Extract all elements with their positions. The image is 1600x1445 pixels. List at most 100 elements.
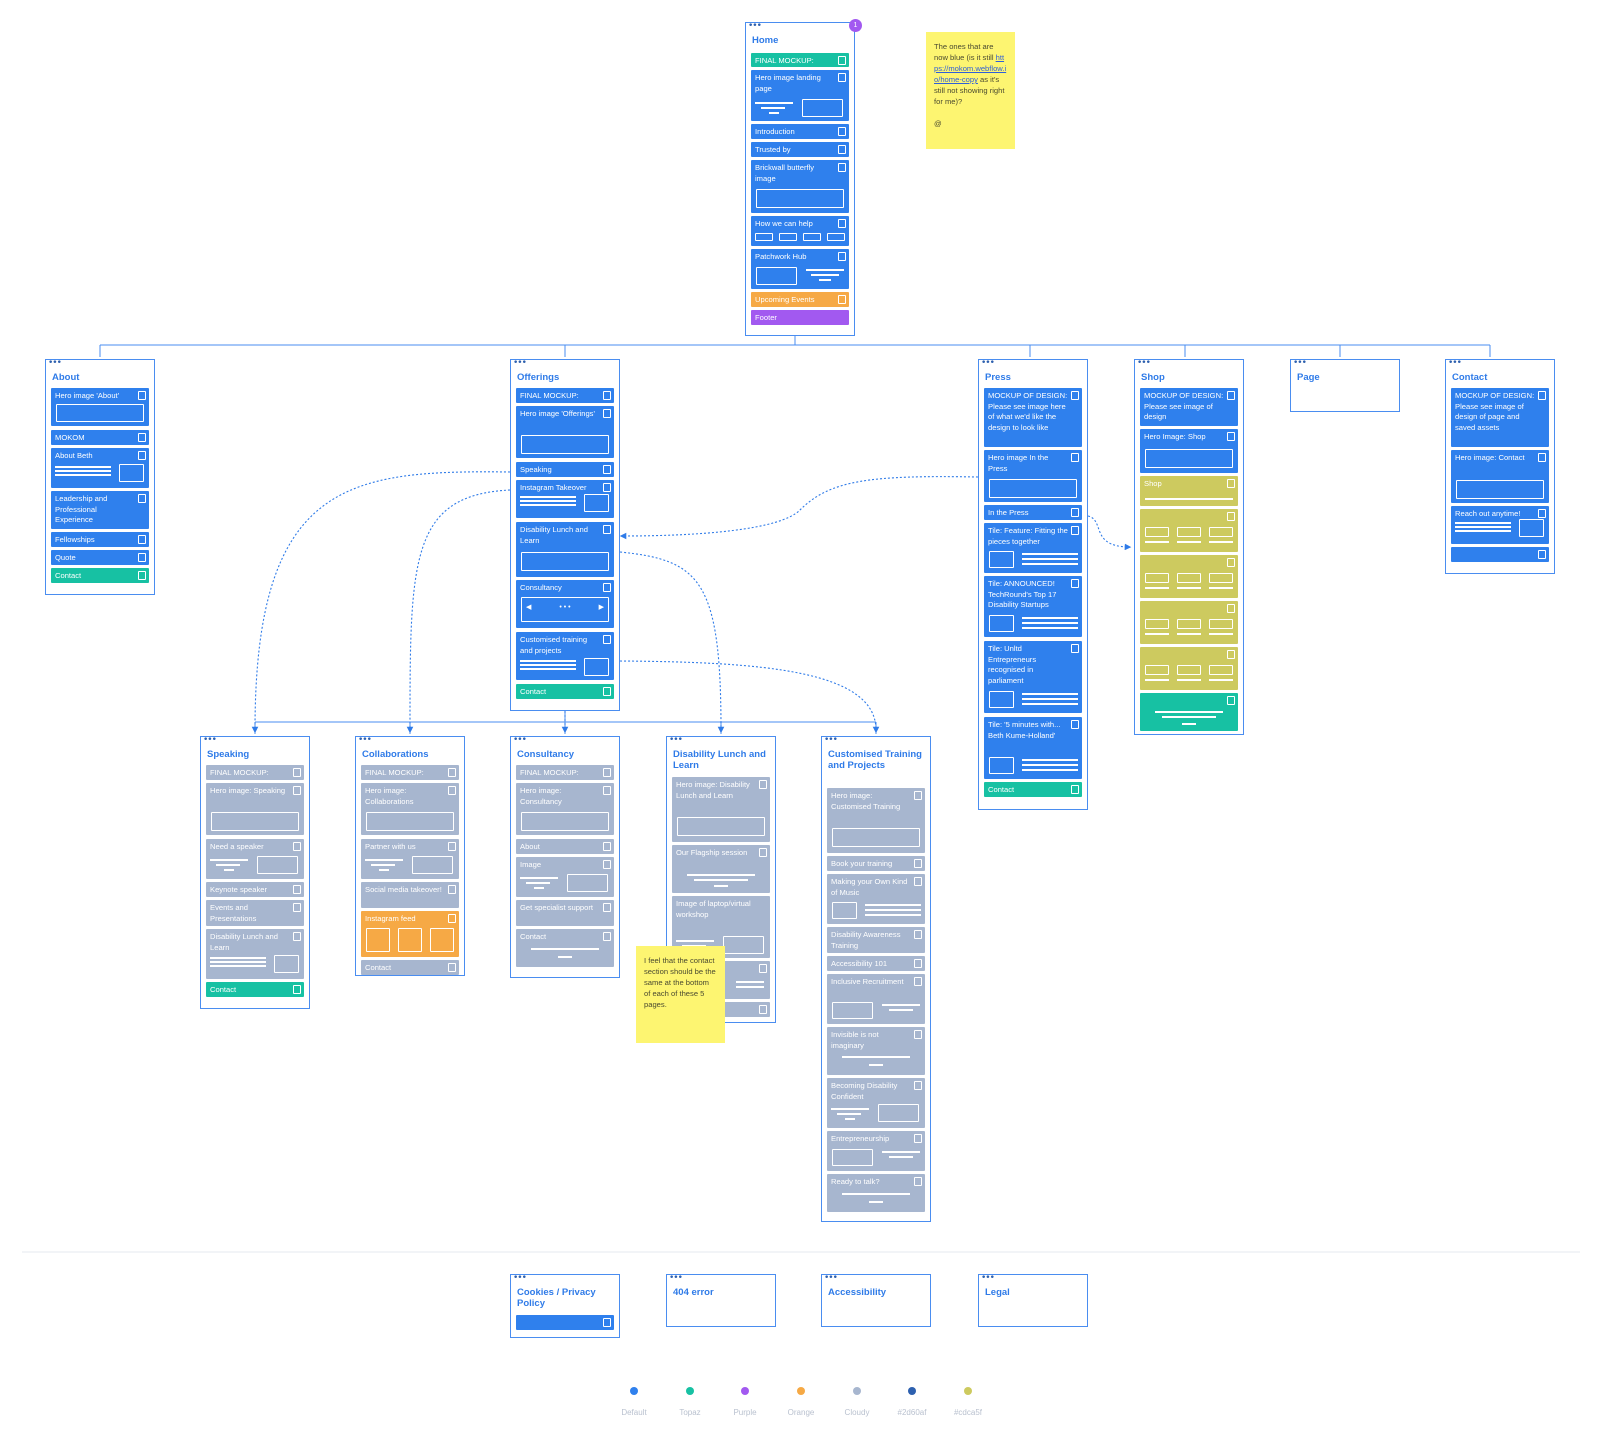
section-accessibility-101[interactable]: Accessibility 101 — [827, 956, 925, 971]
section-hero-image[interactable]: Hero image In the Press — [984, 450, 1082, 502]
section-tile-feature[interactable]: Tile: Feature: Fitting the pieces togeth… — [984, 523, 1082, 573]
speaking-page-card[interactable]: ••• Speaking FINAL MOCKUP: Hero image: S… — [200, 736, 310, 1009]
cookies-page-card[interactable]: ••• Cookies / Privacy Policy — [510, 1274, 620, 1338]
section-mokom[interactable]: MOKOM — [51, 430, 149, 445]
section-how-we-can-help[interactable]: How we can help — [751, 216, 849, 246]
section-hero-image[interactable]: Hero image landing page — [751, 70, 849, 121]
section-awareness-training[interactable]: Disability Awareness Training — [827, 927, 925, 953]
card-menu-icon[interactable]: ••• — [981, 1273, 995, 1283]
section-brickwall-image[interactable]: Brickwall butterfly image — [751, 160, 849, 213]
section-mockup-of-design[interactable]: MOCKUP OF DESIGN: Please see image of de… — [1451, 388, 1549, 447]
section-introduction[interactable]: Introduction — [751, 124, 849, 139]
home-page-card[interactable]: ••• 1 Home FINAL MOCKUP: Hero image land… — [745, 19, 862, 336]
section-product-row-3[interactable] — [1140, 601, 1238, 644]
section-customised-training[interactable]: Customised training and projects — [516, 632, 614, 680]
section-contact[interactable]: Contact — [984, 782, 1082, 797]
section-need-a-speaker[interactable]: Need a speaker — [206, 839, 304, 879]
consultancy-page-card[interactable]: ••• Consultancy FINAL MOCKUP: Hero image… — [510, 736, 620, 978]
section-contact[interactable]: Contact — [206, 982, 304, 997]
collaborations-page-card[interactable]: ••• Collaborations FINAL MOCKUP: Hero im… — [355, 736, 465, 976]
card-menu-icon[interactable]: ••• — [203, 735, 217, 745]
section-hero-image[interactable]: Hero image: Disability Lunch and Learn — [672, 777, 770, 842]
section-quote[interactable]: Quote — [51, 550, 149, 565]
sticky-note-top[interactable]: The ones that are now blue (is it still … — [926, 32, 1015, 149]
about-page-card[interactable]: ••• About Hero image 'About' MOKOM About… — [45, 359, 155, 595]
section-hero-image[interactable]: Hero image: Customised Training — [827, 788, 925, 853]
404-page-card[interactable]: ••• 404 error — [666, 1274, 776, 1327]
card-menu-icon[interactable]: ••• — [1448, 358, 1462, 368]
section-lunch-and-learn[interactable]: Disability Lunch and Learn — [516, 522, 614, 577]
card-menu-icon[interactable]: ••• — [824, 735, 838, 745]
section-product-row-4[interactable] — [1140, 647, 1238, 690]
home-copy-link[interactable]: https://mokom.webflow.io/home-copy — [934, 53, 1007, 84]
accessibility-page-card[interactable]: ••• Accessibility — [821, 1274, 931, 1327]
section-mockup-of-design[interactable]: MOCKUP OF DESIGN: Please see image of de… — [1140, 388, 1238, 426]
section-trusted-by[interactable]: Trusted by — [751, 142, 849, 157]
section-entrepreneurship[interactable]: Entrepreneurship — [827, 1131, 925, 1171]
card-menu-icon[interactable]: ••• — [358, 735, 372, 745]
section-social-media-takeover[interactable]: Social media takeover! — [361, 882, 459, 908]
section-footer[interactable]: Footer — [751, 310, 849, 325]
section-upcoming-events[interactable]: Upcoming Events — [751, 292, 849, 307]
card-menu-icon[interactable]: ••• — [824, 1273, 838, 1283]
section-about[interactable]: About — [516, 839, 614, 854]
section-hero-image[interactable]: Hero image: Contact — [1451, 450, 1549, 503]
offerings-page-card[interactable]: ••• Offerings FINAL MOCKUP: Hero image '… — [510, 359, 620, 711]
section-final-mockup[interactable]: FINAL MOCKUP: — [361, 765, 459, 780]
section-events-presentations[interactable]: Events and Presentations — [206, 900, 304, 926]
card-menu-icon[interactable]: ••• — [669, 1273, 683, 1283]
section-contact[interactable]: Contact — [516, 929, 614, 967]
section-inclusive-recruitment[interactable]: Inclusive Recruitment — [827, 974, 925, 1024]
section-tile-announced[interactable]: Tile: ANNOUNCED! TechRound's Top 17 Disa… — [984, 576, 1082, 637]
section-contact[interactable]: Contact — [516, 684, 614, 699]
section-own-kind-of-music[interactable]: Making your Own Kind of Music — [827, 874, 925, 924]
section-footer[interactable] — [1451, 547, 1549, 562]
section-about-beth[interactable]: About Beth — [51, 448, 149, 488]
section-fellowships[interactable]: Fellowships — [51, 532, 149, 547]
shop-page-card[interactable]: ••• Shop MOCKUP OF DESIGN: Please see im… — [1134, 359, 1244, 735]
press-page-card[interactable]: ••• Press MOCKUP OF DESIGN: Please see i… — [978, 359, 1088, 810]
section-consultancy[interactable]: Consultancy ◀• • •▶ — [516, 580, 614, 628]
section-final-mockup[interactable]: FINAL MOCKUP: — [516, 765, 614, 780]
contact-page-card[interactable]: ••• Contact MOCKUP OF DESIGN: Please see… — [1445, 359, 1555, 574]
legal-page-card[interactable]: ••• Legal — [978, 1274, 1088, 1327]
section-disability-confident[interactable]: Becoming Disability Confident — [827, 1078, 925, 1128]
section-placeholder[interactable] — [516, 1315, 614, 1330]
section-final-mockup[interactable]: FINAL MOCKUP: — [751, 53, 849, 67]
section-ready-to-talk[interactable]: Ready to talk? — [827, 1174, 925, 1212]
card-menu-icon[interactable]: ••• — [1137, 358, 1151, 368]
section-flagship-session[interactable]: Our Flagship session — [672, 845, 770, 893]
section-instagram-feed[interactable]: Instagram feed — [361, 911, 459, 957]
section-final-mockup[interactable]: FINAL MOCKUP: — [516, 388, 614, 403]
section-hero-image[interactable]: Hero image: Collaborations — [361, 783, 459, 835]
section-contact[interactable]: Contact — [361, 960, 459, 975]
section-in-the-press[interactable]: In the Press — [984, 505, 1082, 520]
section-keynote-speaker[interactable]: Keynote speaker — [206, 882, 304, 897]
section-reach-out[interactable]: Reach out anytime! — [1451, 506, 1549, 544]
section-contact[interactable]: Contact — [51, 568, 149, 583]
section-hero-image[interactable]: Hero image: Speaking — [206, 783, 304, 835]
card-menu-icon[interactable]: ••• — [748, 21, 762, 31]
section-partner-with-us[interactable]: Partner with us — [361, 839, 459, 879]
section-tile-5-minutes[interactable]: Tile: '5 minutes with... Beth Kume-Holla… — [984, 717, 1082, 779]
section-mockup-of-design[interactable]: MOCKUP OF DESIGN: Please see image here … — [984, 388, 1082, 447]
customised-training-page-card[interactable]: ••• Customised Training and Projects Her… — [821, 736, 931, 1222]
section-hero-image[interactable]: Hero image 'Offerings' — [516, 406, 614, 458]
sticky-note-bottom[interactable]: I feel that the contact section should b… — [636, 946, 725, 1043]
section-footer-contact[interactable] — [1140, 693, 1238, 731]
section-speaking[interactable]: Speaking — [516, 462, 614, 477]
section-product-row-1[interactable] — [1140, 509, 1238, 552]
section-lunch-and-learn[interactable]: Disability Lunch and Learn — [206, 929, 304, 979]
card-menu-icon[interactable]: ••• — [669, 735, 683, 745]
section-product-row-2[interactable] — [1140, 555, 1238, 598]
card-menu-icon[interactable]: ••• — [513, 735, 527, 745]
section-shop[interactable]: Shop — [1140, 476, 1238, 506]
section-final-mockup[interactable]: FINAL MOCKUP: — [206, 765, 304, 780]
section-image[interactable]: Image — [516, 857, 614, 897]
section-tile-unltd[interactable]: Tile: Unltd Entrepreneurs recognised in … — [984, 641, 1082, 713]
section-instagram-takeover[interactable]: Instagram Takeover — [516, 480, 614, 518]
page-card[interactable]: ••• Page — [1290, 359, 1400, 412]
card-menu-icon[interactable]: ••• — [981, 358, 995, 368]
section-invisible-not-imaginary[interactable]: Invisible is not imaginary — [827, 1027, 925, 1075]
card-menu-icon[interactable]: ••• — [513, 358, 527, 368]
